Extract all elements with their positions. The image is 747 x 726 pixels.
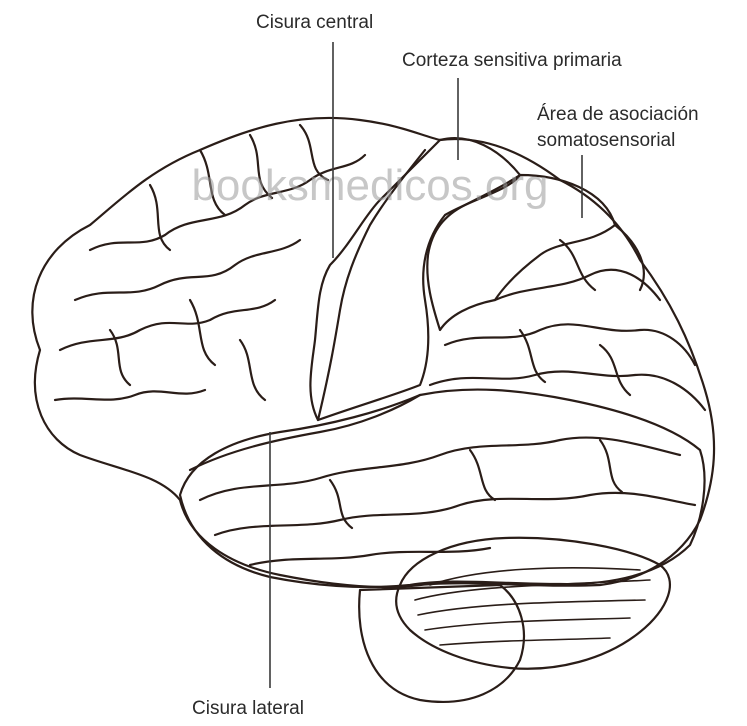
- label-primary-sensory-cortex: Corteza sensitiva primaria: [402, 50, 622, 71]
- parietal-occipital-gyri: [430, 225, 705, 410]
- lateral-sulcus-line: [190, 395, 420, 470]
- watermark: booksmedicos.org: [191, 161, 548, 210]
- label-central-sulcus: Cisura central: [256, 12, 373, 33]
- label-lateral-sulcus: Cisura lateral: [192, 698, 304, 719]
- temporal-lobe: [180, 390, 705, 587]
- brainstem: [359, 585, 524, 702]
- temporal-gyri: [200, 438, 695, 565]
- label-association-area-line2: somatosensorial: [537, 130, 675, 151]
- label-association-area-line1: Área de asociación: [537, 104, 699, 125]
